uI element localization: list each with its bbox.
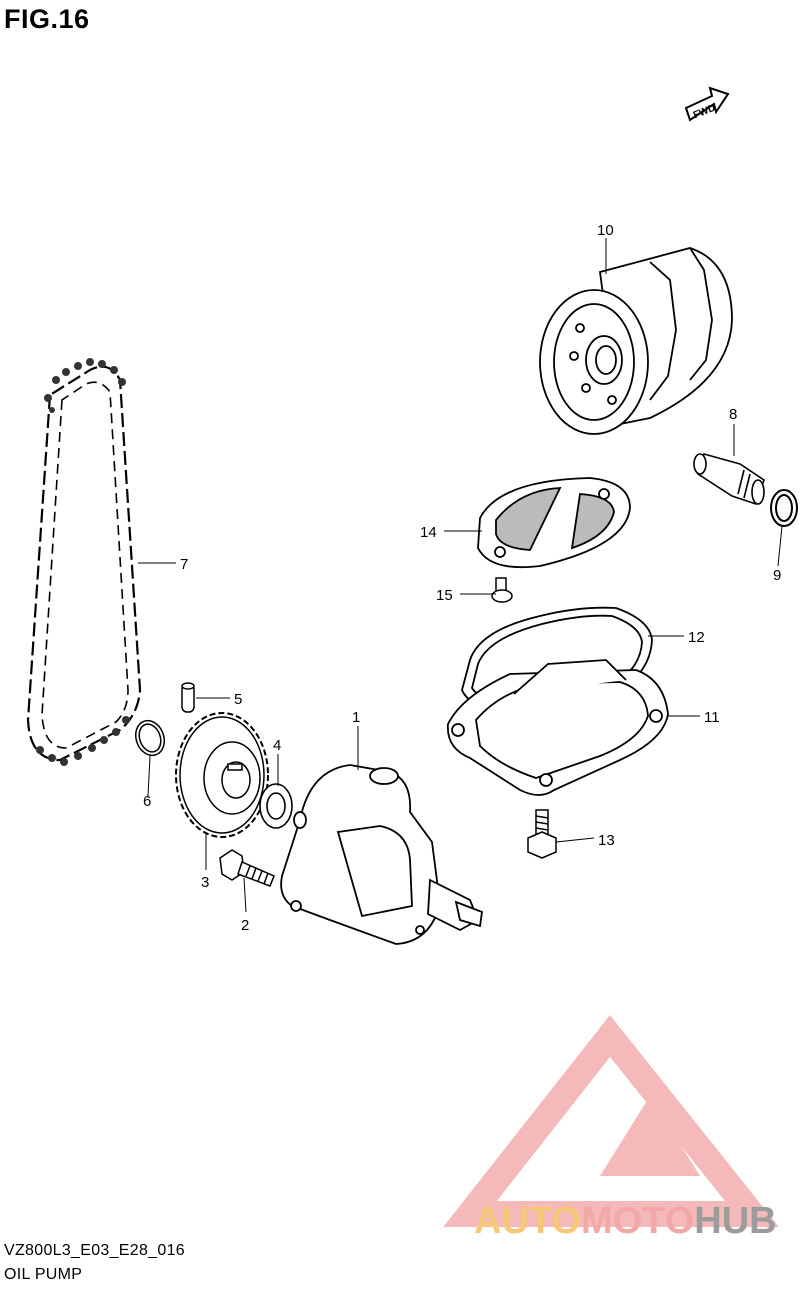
washer-part-4 xyxy=(259,783,293,829)
circlip-part-6 xyxy=(134,719,166,757)
oil-pump-part-1 xyxy=(280,764,483,945)
callout-7: 7 xyxy=(180,556,188,573)
watermark-wordmark: AUTOMOTOHUB xyxy=(474,1200,777,1243)
callout-10: 10 xyxy=(597,222,614,239)
figure-title: FIG.16 xyxy=(4,4,90,34)
callout-15: 15 xyxy=(436,587,453,604)
callout-4: 4 xyxy=(273,737,281,754)
o-ring-part-9 xyxy=(770,489,798,527)
pin-part-5 xyxy=(181,682,195,713)
callout-9: 9 xyxy=(773,567,781,584)
sprocket-part-3 xyxy=(175,712,269,838)
callout-6: 6 xyxy=(143,793,151,810)
callout-14: 14 xyxy=(420,524,437,541)
diagram-name: OIL PUMP xyxy=(4,1266,83,1283)
oil-strainer-part-14 xyxy=(477,477,631,569)
callout-1: 1 xyxy=(352,709,360,726)
watermark-part-moto: MOTO xyxy=(580,1200,695,1242)
oil-pan-part-11 xyxy=(447,659,669,796)
callout-3: 3 xyxy=(201,874,209,891)
union-bolt-part-8 xyxy=(693,453,765,506)
watermark-part-hub: HUB xyxy=(694,1200,777,1242)
callout-11: 11 xyxy=(704,709,720,726)
watermark-part-auto: AUTO xyxy=(474,1200,581,1242)
oil-filter-part-10 xyxy=(539,247,733,435)
screw-part-15 xyxy=(491,577,513,603)
leader-lines xyxy=(138,238,783,913)
callout-labels: 1 2 3 4 5 6 7 8 9 10 11 12 13 14 15 xyxy=(143,222,781,934)
diagram-code: VZ800L3_E03_E28_016 xyxy=(4,1242,185,1259)
callout-5: 5 xyxy=(234,691,242,708)
bolt-part-13 xyxy=(527,809,557,859)
callout-12: 12 xyxy=(688,629,705,646)
chain-part-7 xyxy=(26,358,142,766)
bolt-part-2 xyxy=(219,849,275,887)
callout-2: 2 xyxy=(241,917,249,934)
callout-8: 8 xyxy=(729,406,737,423)
callout-13: 13 xyxy=(598,832,615,849)
fwd-direction-badge: FWD xyxy=(684,86,730,122)
watermark-logo-mark xyxy=(443,1015,780,1227)
